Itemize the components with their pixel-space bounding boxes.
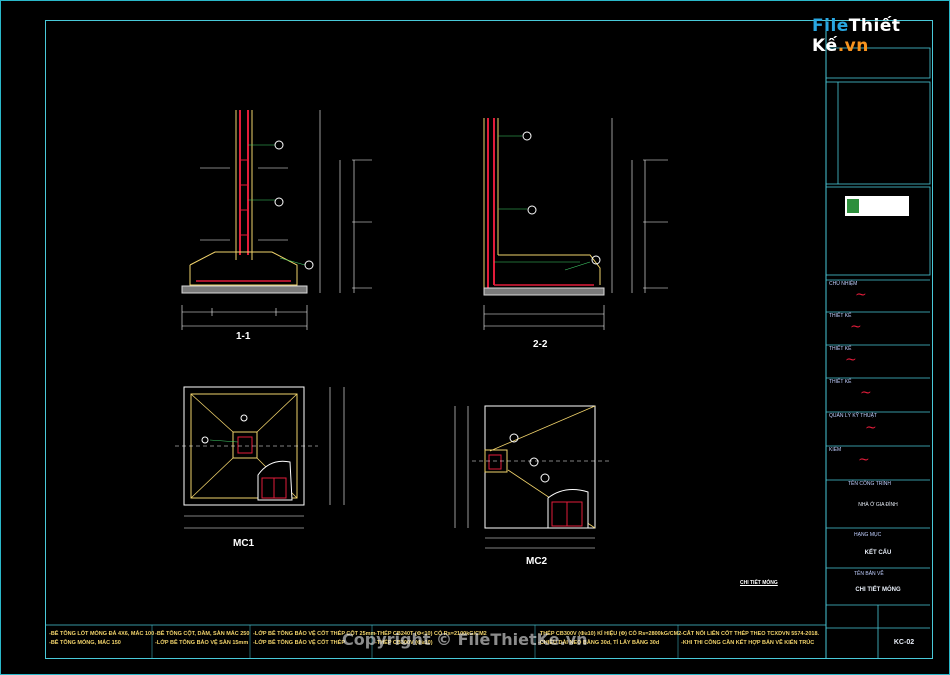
logo-part-3: .vn: [837, 36, 869, 56]
note-6-line-2: -KHI THI CÔNG CẦN KẾT HỢP BẢN VẼ KIẾN TR…: [681, 640, 815, 646]
note-6: -CẮT NỐI LIÊN CỐT THÉP THEO TCXDVN 5574-…: [681, 630, 819, 648]
section-2-2: [483, 118, 668, 330]
logo-part-2: Thiết Kế: [812, 16, 901, 56]
note-1-line-2: -BÊ TÔNG MÓNG, MÁC 150: [49, 640, 121, 646]
tb-approve-caption: KIỂM: [829, 447, 842, 453]
note-5-line-2: -CHIỀU DÀI NEO BẰNG 30d, TÍ LẤY BẰNG 30d: [538, 640, 660, 646]
note-2-line-1: -BÊ TÔNG CỘT, DẦM, SÀN MÁC 250: [155, 631, 250, 637]
tb-category-caption: HẠNG MỤC: [854, 532, 882, 538]
tb-qa-caption: QUẢN LÝ KỸ THUẬT: [829, 413, 877, 419]
tb-sheet-caption: TÊN BẢN VẼ: [854, 571, 884, 577]
signature-4: ~: [860, 385, 872, 401]
note-3: -LỚP BÊ TÔNG BẢO VỆ CỐT THÉP CỘT 25mm -LỚ…: [253, 630, 375, 648]
note-5: -THÉP CB300V (Φ≥10) KÍ HIỆU (Φ) CÓ Rs=28…: [538, 630, 681, 648]
tb-draw-caption: THIẾT KẾ: [829, 346, 852, 352]
logo-part-1: File: [812, 16, 849, 36]
section-1-1: [181, 110, 372, 330]
signature-2: ~: [850, 319, 862, 335]
note-4-line-1: -THÉP CB240T (Φ<10) CÓ Rs=2100kG/CM2: [375, 631, 487, 637]
tb-sheet: TÊN BẢN VẼ CHI TIẾT MÓNG: [826, 568, 930, 605]
signature-1: ~: [855, 287, 867, 303]
plan-mc2: [454, 405, 610, 549]
tb-designer: CHỦ NHIỆM: [826, 280, 930, 312]
plan-mc2-label: MC2: [526, 556, 548, 567]
note-1: -BÊ TÔNG LÓT MÓNG ĐÁ 4X6, MÁC 100 -BÊ TÔN…: [49, 630, 154, 648]
signature-3: ~: [845, 352, 857, 368]
drawing-frame: [45, 20, 933, 659]
tb-design-caption: THIẾT KẾ: [829, 313, 852, 319]
plan-mc1: [175, 386, 345, 529]
tb-category-value: KẾT CẤU: [864, 550, 892, 556]
tb-sheet-number-value: KC-02: [893, 639, 915, 646]
copyright-watermark: Copyright © FileThietKe.vn: [342, 630, 588, 649]
company-logo-box: [845, 196, 909, 216]
tb-sheet-number: KC-02: [878, 628, 930, 659]
detail-title: CHI TIẾT MÓNG: [740, 580, 778, 586]
note-1-line-1: -BÊ TÔNG LÓT MÓNG ĐÁ 4X6, MÁC 100: [49, 631, 155, 637]
note-5-line-1: -THÉP CB300V (Φ≥10) KÍ HIỆU (Φ) CÓ Rs=28…: [538, 631, 682, 637]
tb-qa: QUẢN LÝ KỸ THUẬT: [826, 412, 930, 446]
note-4-line-2: -THÉP CB300V (Φ≥10): [375, 640, 433, 646]
tb-draw: THIẾT KẾ: [826, 345, 930, 378]
tb-check-caption: THIẾT KẾ: [829, 379, 852, 385]
tb-sheet-name: CHI TIẾT MÓNG: [855, 587, 901, 593]
tb-category: HẠNG MỤC KẾT CẤU: [826, 528, 930, 568]
tb-approve: KIỂM: [826, 446, 930, 480]
tb-check: THIẾT KẾ: [826, 378, 930, 412]
plan-mc1-label: MC1: [233, 538, 255, 549]
title-block-rows: [825, 47, 931, 659]
note-2: -BÊ TÔNG CỘT, DẦM, SÀN MÁC 250 -LỚP BÊ TÔ…: [155, 630, 249, 648]
signature-5: ~: [865, 420, 877, 436]
section-1-1-label: 1-1: [236, 331, 251, 342]
note-4: -THÉP CB240T (Φ<10) CÓ Rs=2100kG/CM2 -THÉ…: [375, 630, 487, 648]
tb-design: THIẾT KẾ: [826, 312, 930, 345]
tb-designer-caption: CHỦ NHIỆM: [829, 281, 858, 287]
note-6-line-1: -CẮT NỐI LIÊN CỐT THÉP THEO TCXDVN 5574-…: [681, 631, 820, 637]
signature-6: ~: [858, 452, 870, 468]
filethietke-logo[interactable]: FileThiết Kế.vn: [812, 16, 950, 56]
section-2-2-label: 2-2: [533, 339, 548, 350]
note-3-line-1: -LỚP BÊ TÔNG BẢO VỆ CỐT THÉP CỘT 25mm: [253, 631, 376, 637]
note-3-line-2: -LỚP BÊ TÔNG BẢO VỆ CỐT THÉP: [253, 640, 345, 646]
note-2-line-2: -LỚP BÊ TÔNG BẢO VỆ SÀN 15mm: [155, 640, 249, 646]
tb-project-caption: TÊN CÔNG TRÌNH: [848, 481, 891, 487]
tb-project-name: NHÀ Ở GIA ĐÌNH: [858, 502, 898, 508]
tb-project: TÊN CÔNG TRÌNH NHÀ Ở GIA ĐÌNH: [826, 480, 930, 528]
